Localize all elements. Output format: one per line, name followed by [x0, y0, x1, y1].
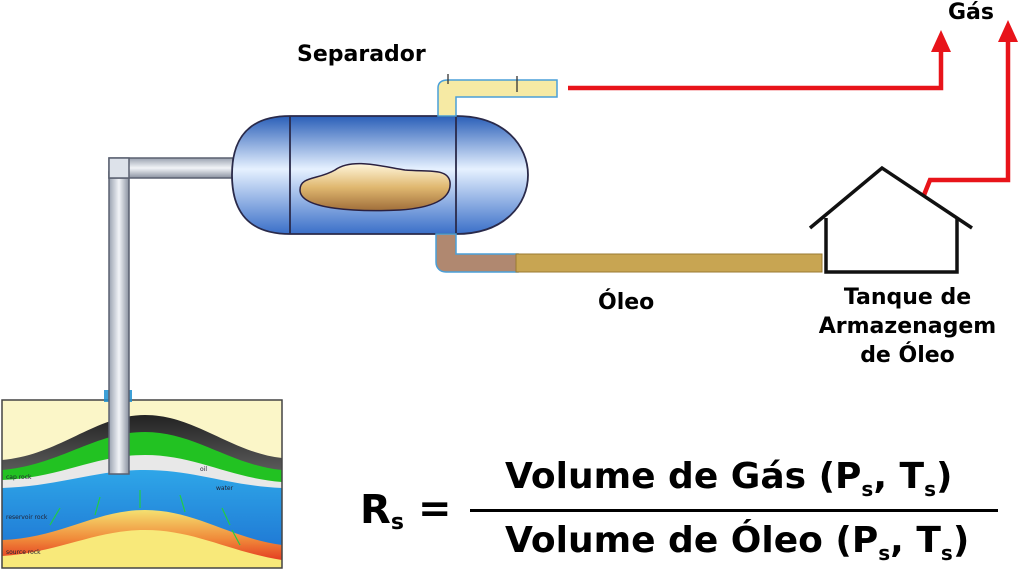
separator-vessel	[231, 115, 529, 235]
migration-arrows	[49, 490, 241, 546]
tank-label-line2: Armazenagem	[818, 314, 997, 339]
source-rock-label: source rock	[6, 549, 41, 556]
oil-zone-label: oil	[200, 466, 208, 473]
oil-label: Óleo	[598, 290, 655, 315]
formula-denominator: Volume de Óleo (Ps, Ts)	[505, 520, 970, 565]
fraction-bar	[470, 509, 998, 512]
gas-outlet-pipe	[437, 74, 558, 117]
oil-blob	[299, 162, 451, 212]
gas-arrow-2	[998, 20, 1018, 42]
formula-numerator: Volume de Gás (Ps, Ts)	[505, 456, 953, 501]
oil-outlet-pipe	[435, 233, 823, 273]
well-pipe	[104, 157, 234, 475]
gas-label: Gás	[948, 0, 994, 25]
rs-formula: Rs = Volume de Gás (Ps, Ts) Volume de Ól…	[360, 452, 1010, 567]
storage-tank-icon	[808, 165, 973, 274]
reservoir-rock-label: reservoir rock	[6, 514, 48, 521]
gas-lines	[568, 38, 1011, 196]
reservoir-section	[1, 399, 283, 569]
formula-equals: =	[418, 486, 452, 532]
water-zone-label: water	[216, 485, 234, 492]
gas-arrow-1	[931, 30, 951, 52]
cap-rock-label: cap rock	[6, 474, 32, 481]
tank-label: Tanque de Armazenagem de Óleo	[800, 283, 1015, 370]
tank-label-line1: Tanque de	[843, 285, 972, 310]
separator-label: Separador	[297, 42, 426, 67]
formula-lhs: Rs	[360, 487, 404, 535]
tank-label-line3: de Óleo	[860, 343, 955, 368]
